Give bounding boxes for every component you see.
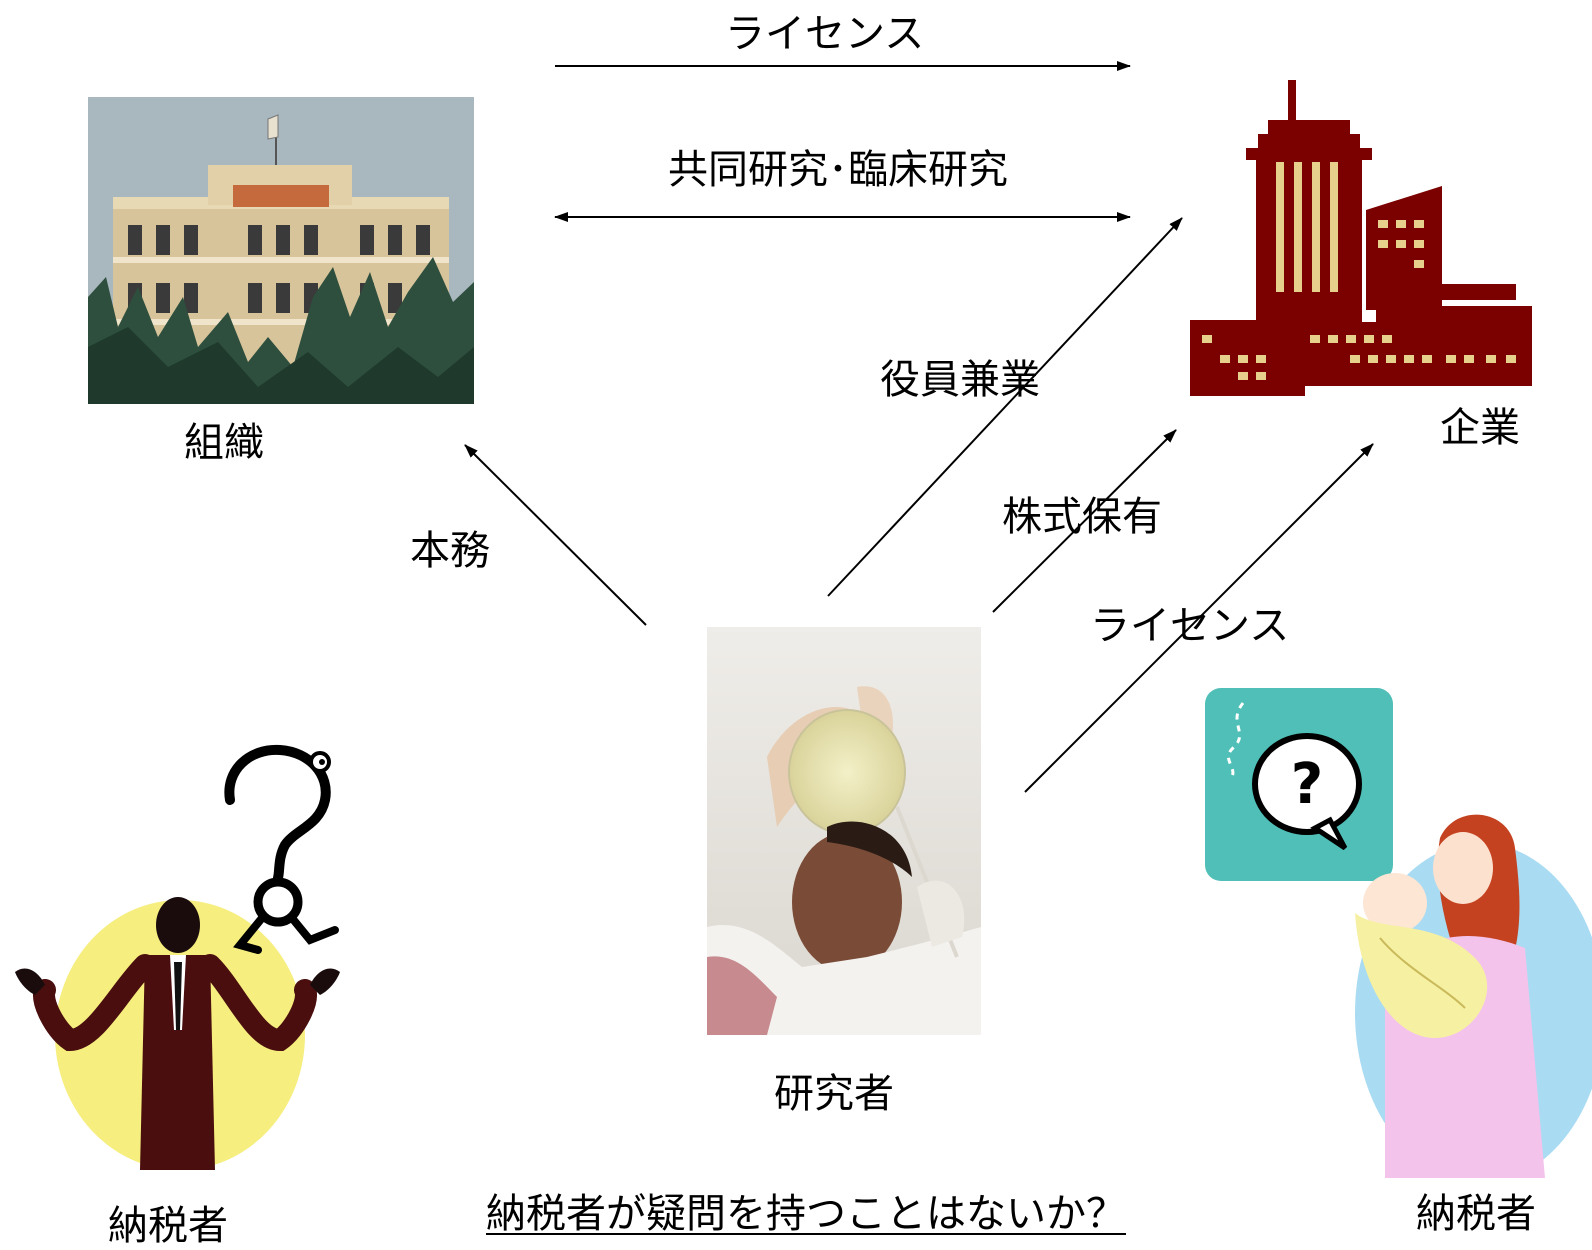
company-building-image <box>1190 80 1532 396</box>
researcher-photo <box>707 627 981 1035</box>
arrow-shareholding <box>992 429 1177 613</box>
edge-label-officer-side-job: 役員兼業 <box>880 357 1040 403</box>
node-label-company: 企業 <box>1440 405 1520 451</box>
arrow-license-researcher <box>1024 443 1374 793</box>
edge-label-license-researcher: ライセンス <box>1090 603 1290 649</box>
organization-building-image <box>88 97 474 404</box>
taxpayer-right-image: ? <box>1205 688 1592 1178</box>
arrow-main-duty <box>464 444 647 626</box>
edge-label-main-duty: 本務 <box>410 528 490 574</box>
svg-text:?: ? <box>1291 752 1323 817</box>
node-label-organization: 組織 <box>184 420 264 466</box>
node-label-taxpayer-right: 納税者 <box>1416 1191 1536 1237</box>
question-text: 納税者が疑問を持つことはないか？ <box>486 1191 1126 1237</box>
taxpayer-left-image <box>10 740 350 1180</box>
edge-label-license-top: ライセンス <box>725 11 925 57</box>
edge-label-shareholding: 株式保有 <box>1002 494 1162 540</box>
node-label-taxpayer-left: 納税者 <box>108 1203 228 1249</box>
edge-label-joint-research: 共同研究･臨床研究 <box>668 147 1008 193</box>
arrow-officer-side-job <box>827 217 1183 597</box>
node-label-researcher: 研究者 <box>774 1071 894 1117</box>
